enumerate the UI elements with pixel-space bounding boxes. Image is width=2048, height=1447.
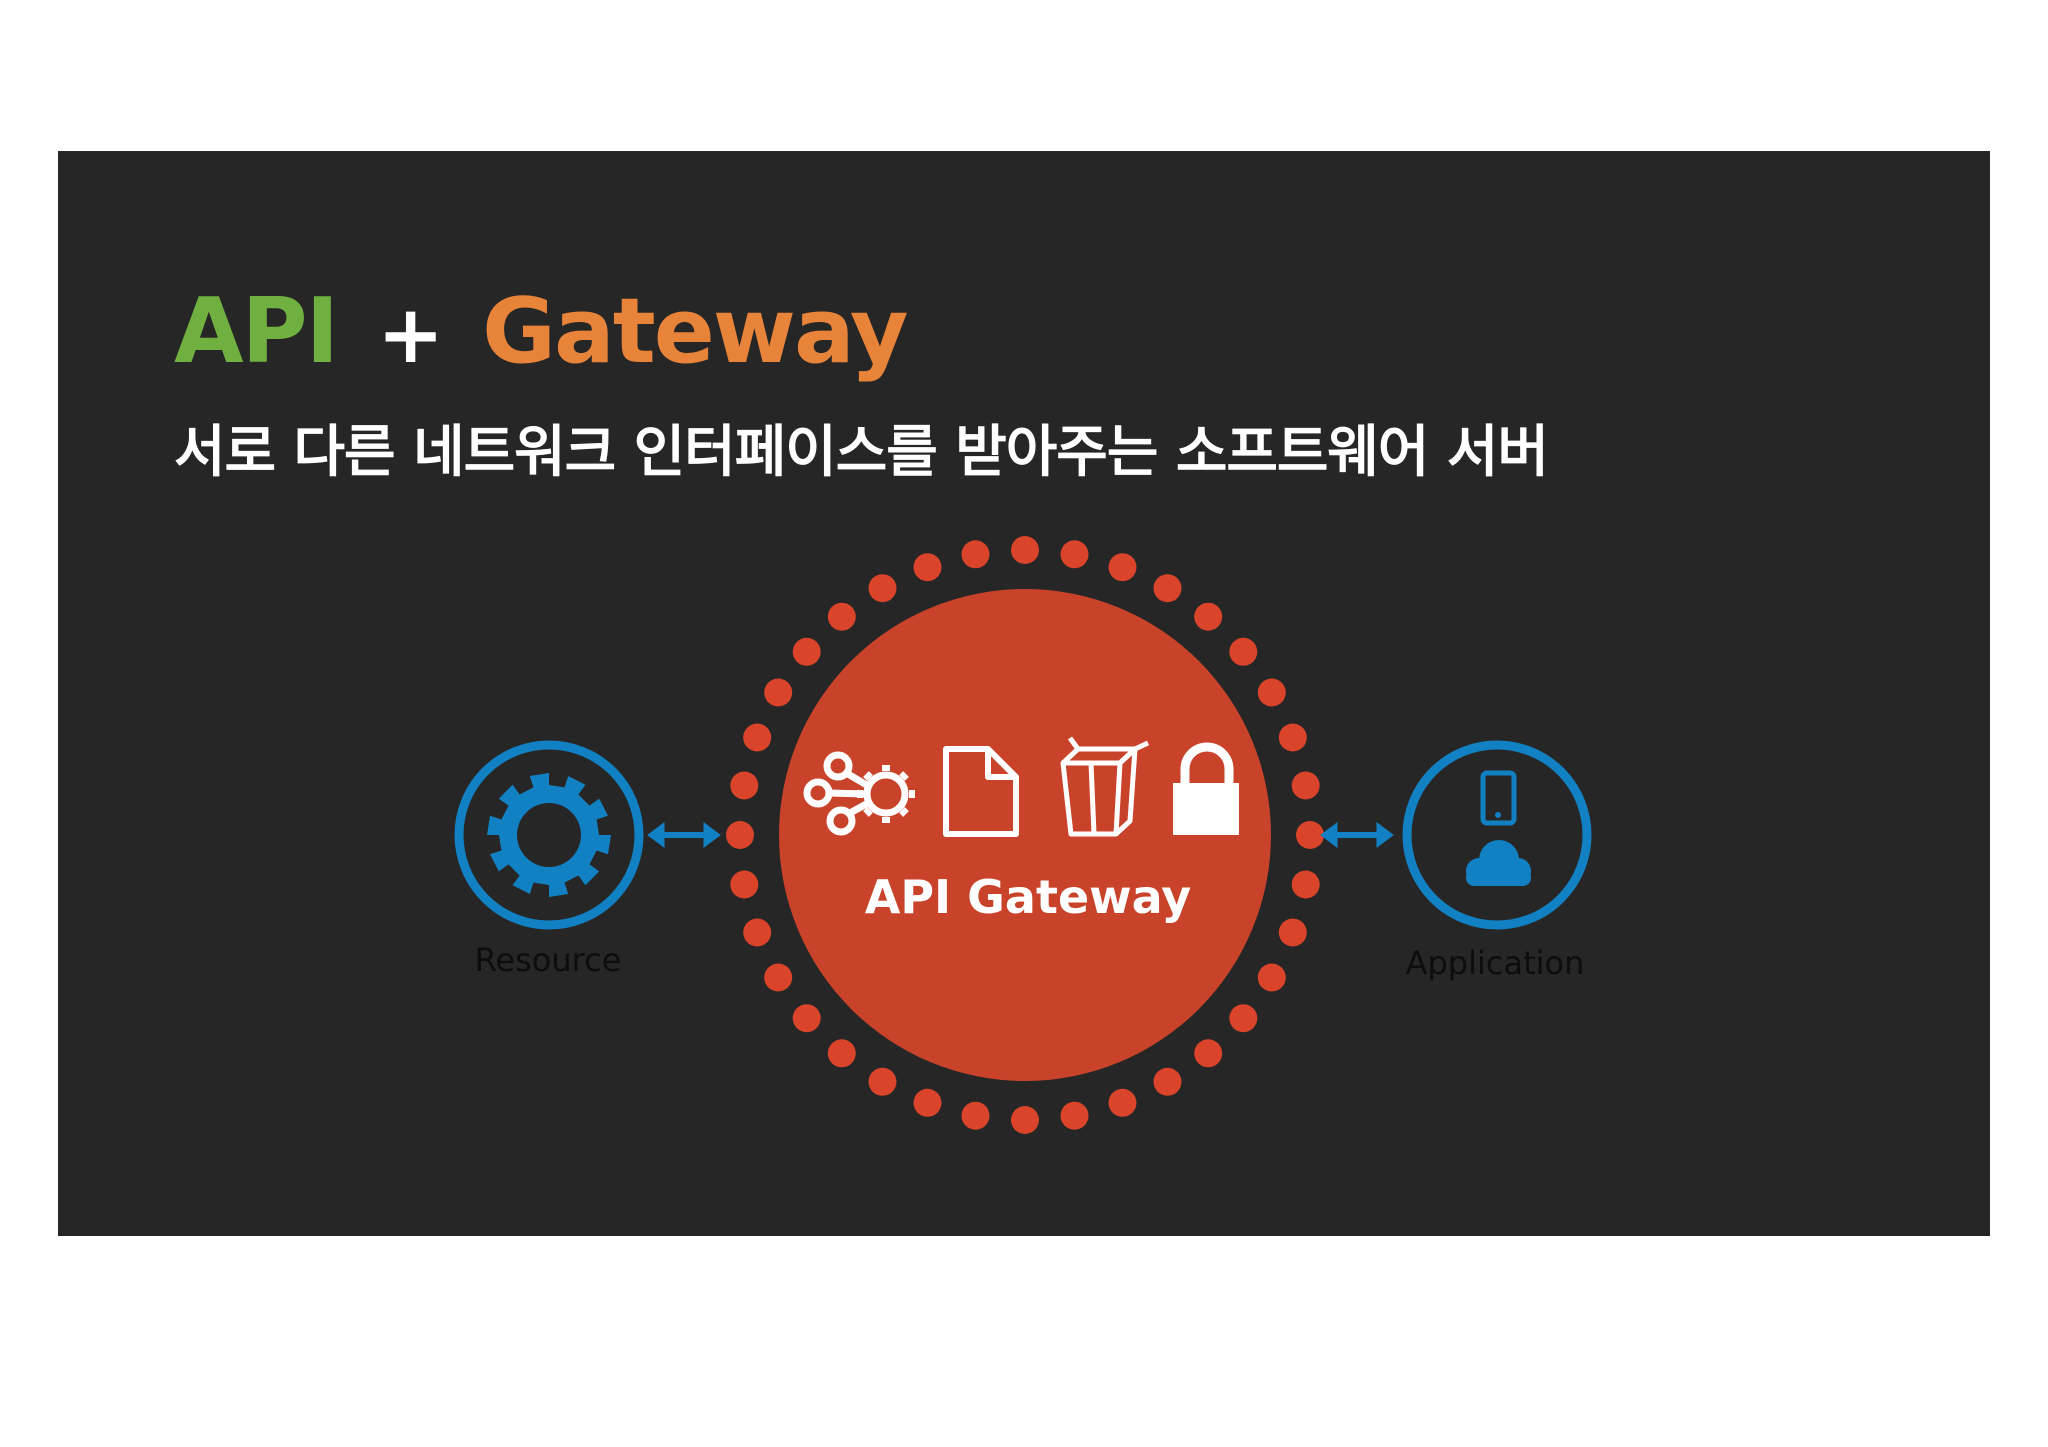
ring-dot: [1060, 540, 1089, 569]
ring-dot: [730, 870, 759, 899]
application-node: [1402, 740, 1592, 930]
ring-dot: [913, 553, 942, 582]
ring-dot: [764, 963, 793, 992]
right-double-arrow-icon: [1320, 822, 1394, 848]
ring-dot: [1060, 1101, 1089, 1130]
ring-dot: [1257, 963, 1286, 992]
ring-dot: [913, 1088, 942, 1117]
ring-dot: [1229, 1004, 1258, 1033]
resource-label: Resource: [475, 941, 622, 979]
ring-dot: [1108, 553, 1137, 582]
ring-dot: [868, 574, 897, 603]
ring-dot: [726, 821, 754, 849]
ring-dot: [868, 1067, 897, 1096]
mobile-phone-icon: [1480, 770, 1517, 826]
ring-dot: [1257, 678, 1286, 707]
title-api: API: [174, 279, 339, 384]
title-gateway: Gateway: [482, 279, 908, 384]
ring-dot: [1194, 1039, 1223, 1068]
ring-dot: [1011, 536, 1039, 564]
gateway-circle: [779, 589, 1271, 1081]
application-label: Application: [1406, 944, 1585, 982]
ring-dot: [792, 637, 821, 666]
title-plus: +: [377, 288, 444, 381]
box-icon: [1060, 736, 1150, 837]
ring-dot: [1153, 1067, 1182, 1096]
cloud-icon: [1466, 840, 1531, 886]
api-gateway-diagram: API Gateway Resource Application: [454, 536, 1592, 1134]
gateway-label: API Gateway: [865, 870, 1192, 924]
gear-icon: [487, 773, 611, 897]
ring-dot: [1296, 821, 1324, 849]
ring-dot: [764, 678, 793, 707]
ring-dot: [743, 918, 772, 947]
ring-dot: [1153, 574, 1182, 603]
slide-title: API + Gateway: [174, 279, 909, 389]
ring-dot: [1011, 1106, 1039, 1134]
ring-dot: [1291, 870, 1320, 899]
ring-dot: [1229, 637, 1258, 666]
gears-icon: [803, 751, 915, 836]
ring-dot: [1194, 602, 1223, 631]
ring-dot: [1291, 771, 1320, 800]
resource-node: [454, 740, 644, 930]
lock-icon: [1173, 742, 1239, 835]
ring-dot: [730, 771, 759, 800]
slide: API + Gateway 서로 다른 네트워크 인터페이스를 받아주는 소프트…: [58, 151, 1990, 1236]
ring-dot: [1108, 1088, 1137, 1117]
ring-dot: [961, 540, 990, 569]
ring-dot: [1278, 723, 1307, 752]
ring-dot: [792, 1004, 821, 1033]
left-double-arrow-icon: [647, 822, 721, 848]
ring-dot: [743, 723, 772, 752]
ring-dot: [1278, 918, 1307, 947]
dotted-ring: [726, 536, 1324, 1134]
ring-dot: [961, 1101, 990, 1130]
ring-dot: [827, 602, 856, 631]
document-icon: [943, 746, 1019, 837]
slide-subtitle: 서로 다른 네트워크 인터페이스를 받아주는 소프트웨어 서버: [174, 420, 1549, 485]
ring-dot: [827, 1039, 856, 1068]
